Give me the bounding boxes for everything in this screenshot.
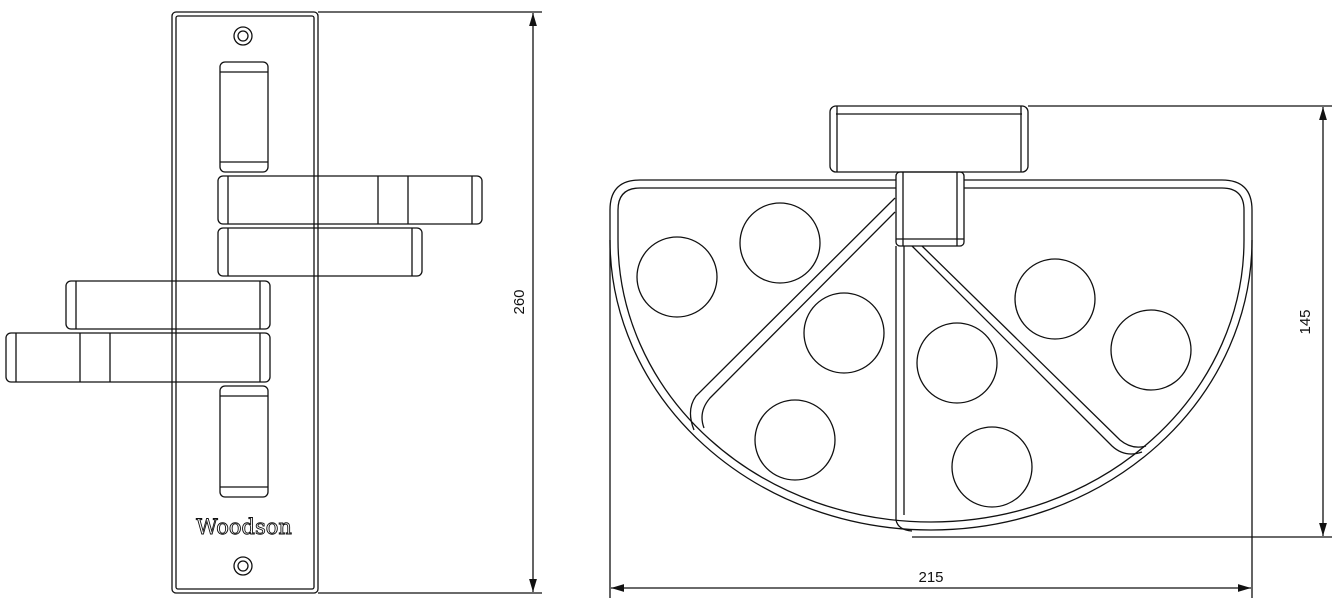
mounting-hole-top (233, 26, 253, 46)
lever-arm-1 (217, 175, 483, 225)
lever-arm-2 (217, 227, 423, 277)
front-view: Woodson (5, 11, 483, 594)
hole (754, 399, 836, 481)
hole (739, 202, 821, 284)
mounting-hole-bottom (233, 556, 253, 576)
handle-stem (895, 171, 965, 247)
handle-block-upper (219, 61, 269, 173)
hole (1110, 309, 1192, 391)
side-view (609, 105, 1253, 532)
dimension-label-145: 145 (1297, 309, 1314, 334)
hole (636, 236, 718, 318)
handle-top-block (829, 105, 1029, 173)
dimension-215: 215 (609, 240, 1253, 598)
handle-block-lower (219, 385, 269, 498)
dimension-145: 145 (912, 105, 1332, 538)
half-disc-tray (609, 179, 1253, 532)
hole (951, 426, 1033, 508)
dimension-label-215: 215 (918, 569, 943, 586)
dimension-label-260: 260 (511, 289, 528, 314)
hole (916, 322, 998, 404)
woodson-logo: Woodson (196, 515, 292, 539)
hole (1014, 258, 1096, 340)
dimension-260: 260 (318, 11, 542, 594)
lever-arm-4 (5, 332, 271, 383)
mounting-plate (171, 11, 319, 594)
holes (636, 202, 1192, 508)
lever-arm-3 (65, 280, 271, 330)
hole (803, 292, 885, 374)
